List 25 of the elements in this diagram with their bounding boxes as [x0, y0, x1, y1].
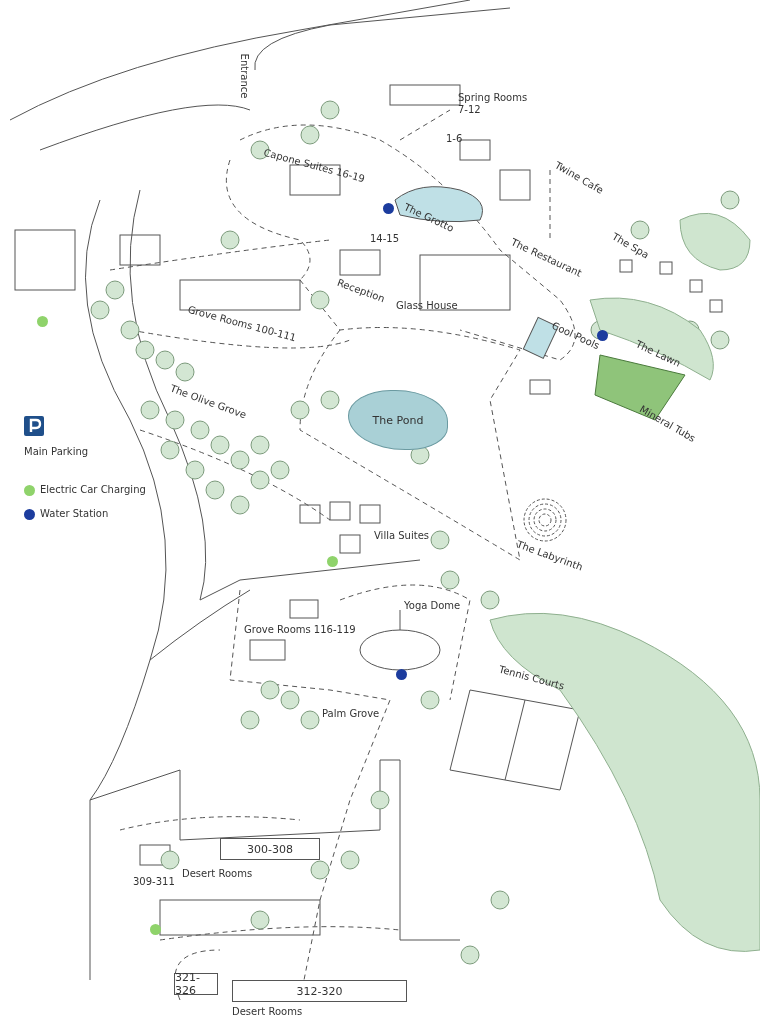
- place-label: Palm Grove: [322, 708, 380, 720]
- legend-label: Water Station: [40, 508, 109, 520]
- building-label: Desert Rooms: [182, 868, 253, 880]
- building-block: 321-326: [174, 973, 218, 995]
- building-label: Capone Suites 16-19: [262, 146, 366, 186]
- building-label: 309-311: [133, 876, 175, 888]
- building-block: 312-320: [232, 980, 407, 1002]
- building-label: Spring Rooms 7-12: [458, 92, 528, 116]
- legend-label: Main Parking: [24, 446, 89, 458]
- entrance-label: Entrance: [238, 53, 251, 99]
- building-block: 300-308: [220, 838, 320, 860]
- place-label: The Olive Grove: [168, 382, 248, 422]
- building-label: 1-6: [446, 133, 463, 145]
- building-label: Grove Rooms 116-119: [244, 624, 356, 636]
- pond: The Pond: [348, 390, 448, 450]
- place-label: The Spa: [609, 230, 651, 262]
- place-label: Cool Pools: [549, 319, 602, 353]
- building-label: Grove Rooms 100-111: [186, 303, 298, 345]
- building-label: 14-15: [370, 233, 400, 245]
- place-label: Tennis Courts: [497, 663, 566, 693]
- place-label: Yoga Dome: [404, 600, 461, 612]
- place-label: Villa Suites: [374, 530, 429, 542]
- building-label: Desert Rooms: [232, 1006, 303, 1018]
- building-label: Glass House: [396, 300, 458, 312]
- legend-label: Electric Car Charging: [40, 484, 146, 496]
